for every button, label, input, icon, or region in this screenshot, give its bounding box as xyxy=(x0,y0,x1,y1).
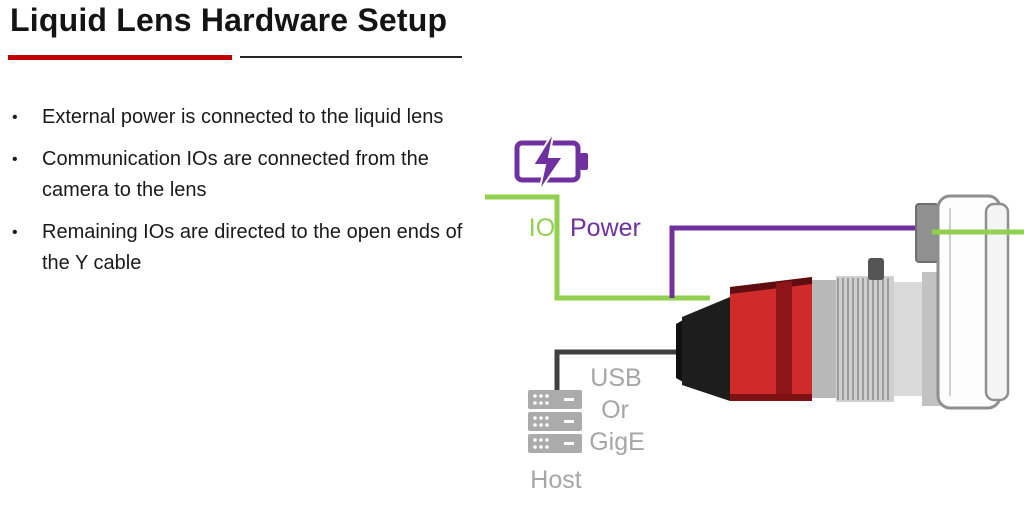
bullet-item: • Communication IOs are connected from t… xyxy=(12,144,490,206)
liquid-lens-module xyxy=(936,194,1010,410)
io-cable-green-left xyxy=(485,194,710,301)
power-cable-purple xyxy=(669,225,920,298)
title-underline-dark xyxy=(240,56,462,58)
bullet-item: • External power is connected to the liq… xyxy=(12,102,490,133)
camera-body xyxy=(730,277,812,401)
lens-barrel xyxy=(812,258,940,406)
title-underline-red xyxy=(8,55,232,60)
power-label: Power xyxy=(570,214,641,242)
bullet-marker: • xyxy=(12,109,18,126)
bullet-text: External power is connected to the liqui… xyxy=(42,106,444,128)
bullet-text: Communication IOs are connected from the… xyxy=(42,148,429,201)
lens-knurling xyxy=(837,278,889,400)
bullet-marker: • xyxy=(12,151,18,168)
bullet-item: • Remaining IOs are directed to the open… xyxy=(12,217,490,279)
camera-mount xyxy=(682,297,730,401)
usb-label: USB xyxy=(590,364,641,392)
host-server-icon xyxy=(528,390,582,453)
camera-mount-lip xyxy=(676,320,683,382)
camera-body-stripe xyxy=(776,281,792,401)
bullet-text: Remaining IOs are directed to the open e… xyxy=(42,221,463,274)
bullet-marker: • xyxy=(12,224,18,241)
camera-body-bottom-band xyxy=(730,394,812,401)
host-label: Host xyxy=(530,466,581,494)
or-label: Or xyxy=(601,396,629,424)
hardware-diagram: IO Power USB Or GigE Host xyxy=(485,130,1024,494)
usb-cable-dark xyxy=(554,349,705,390)
io-label: IO xyxy=(529,214,555,242)
power-battery-icon xyxy=(514,130,588,193)
camera xyxy=(676,277,812,401)
bullet-list: • External power is connected to the liq… xyxy=(12,102,490,290)
slide-title: Liquid Lens Hardware Setup xyxy=(10,2,448,38)
gige-label: GigE xyxy=(589,428,645,456)
lens-thumbscrew xyxy=(868,258,884,280)
